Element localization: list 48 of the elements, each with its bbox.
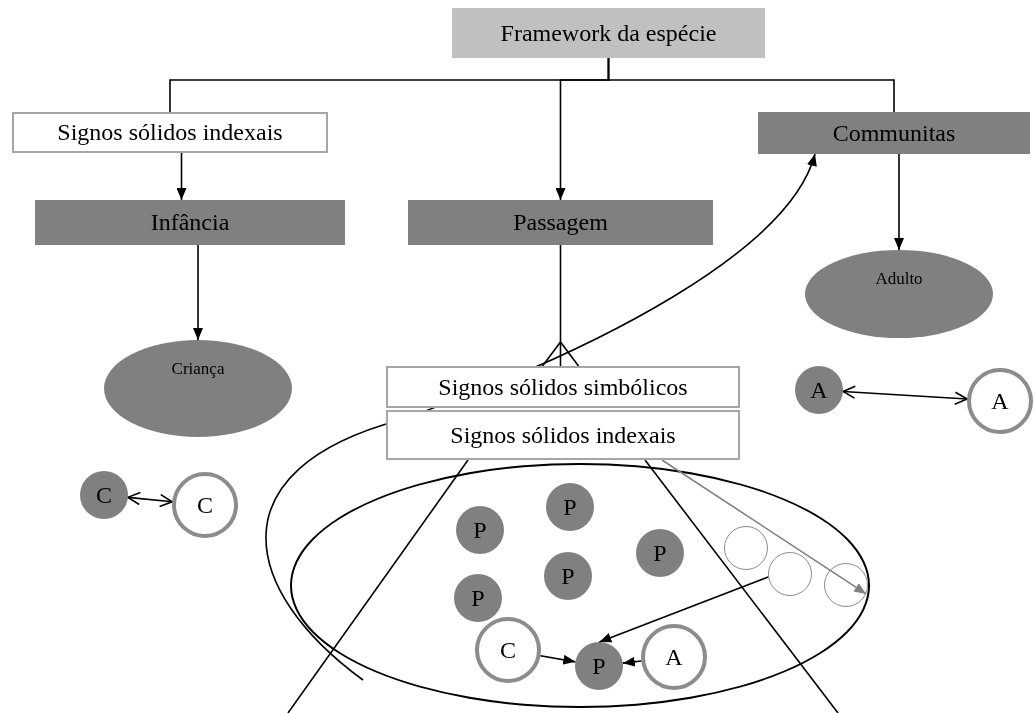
filled-circle: [546, 483, 594, 531]
node-label: Communitas: [832, 119, 956, 147]
filled-circle: [636, 529, 684, 577]
node-label: P: [563, 493, 577, 521]
arrow: [894, 153, 904, 251]
node-label: P: [471, 584, 485, 612]
container-ellipse: [290, 463, 870, 708]
node-label: C: [96, 481, 112, 509]
filled-circle: [454, 574, 502, 622]
process-box: [758, 112, 1030, 154]
process-box: [35, 200, 345, 245]
arrow: [176, 152, 187, 201]
arrow: [661, 459, 867, 595]
process-box: [408, 200, 713, 245]
node-label: Signos sólidos indexais: [450, 421, 676, 449]
node-label: Criança: [171, 360, 225, 379]
node-label: Infância: [150, 209, 230, 236]
filled-circle: [575, 642, 623, 690]
process-box: [386, 410, 740, 460]
filled-circle: [544, 552, 592, 600]
node-label: A: [991, 387, 1009, 415]
node-label: C: [500, 636, 516, 664]
node-label: Signos sólidos indexais: [57, 119, 283, 146]
arrow: [539, 654, 577, 665]
filled-circle: [795, 366, 843, 414]
arrow: [842, 385, 968, 406]
filled-circle: [80, 471, 128, 519]
arrow: [622, 656, 643, 667]
arrow: [193, 244, 203, 341]
arrow: [127, 491, 173, 508]
node-label: Passagem: [513, 209, 608, 236]
node-label: A: [665, 643, 683, 671]
filled-circle: [456, 506, 504, 554]
node-label: P: [561, 562, 575, 590]
node-label: P: [653, 539, 667, 567]
arrow: [598, 576, 769, 643]
node-label: A: [810, 376, 828, 404]
arrow: [541, 244, 580, 367]
process-box: [386, 366, 740, 408]
node-label: Signos sólidos simbólicos: [438, 373, 688, 401]
connector-line: [607, 57, 895, 113]
node-label: Adulto: [875, 270, 923, 289]
node-label: P: [473, 516, 487, 544]
process-box: [452, 8, 765, 58]
node-label: Framework da espécie: [500, 19, 717, 47]
node-label: P: [592, 652, 606, 680]
process-box: [12, 112, 328, 153]
node-label: C: [197, 491, 213, 519]
